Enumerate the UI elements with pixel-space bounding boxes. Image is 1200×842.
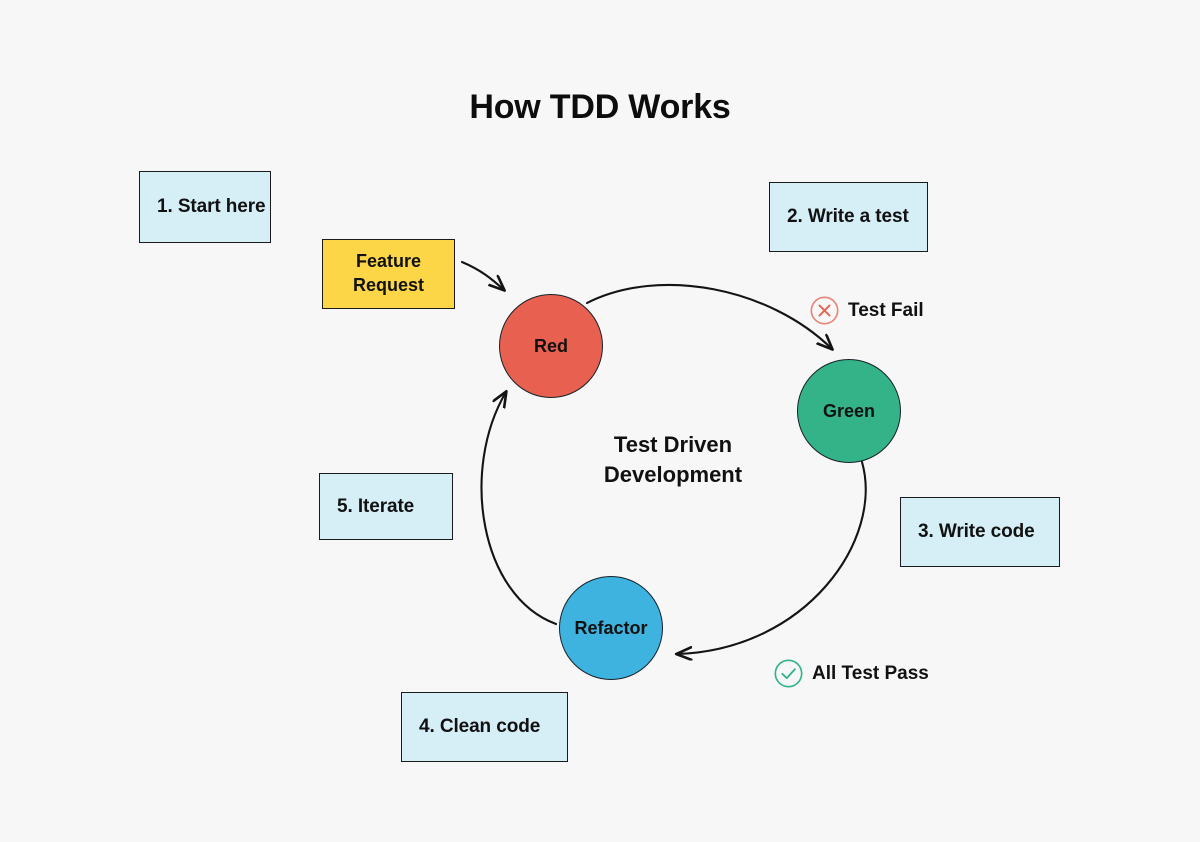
- circle-x-icon: [810, 296, 839, 325]
- feature-request-node[interactable]: Feature Request: [322, 239, 455, 309]
- feature-request-line2: Request: [352, 275, 424, 295]
- arrow-feature-to-red: [460, 260, 504, 290]
- node-green-label: Green: [822, 400, 876, 421]
- step-box-label: 1. Start here: [157, 196, 266, 217]
- arrow-refactor-to-red: [480, 392, 558, 626]
- circle-check-icon: [774, 659, 803, 688]
- step-box-start-here[interactable]: 1. Start here: [139, 171, 271, 243]
- center-caption-line1: Test Driven: [613, 432, 733, 457]
- step-box-iterate[interactable]: 5. Iterate: [319, 473, 453, 540]
- node-red[interactable]: Red: [499, 294, 603, 398]
- arrow-green-to-refactor: [677, 460, 867, 654]
- step-box-label: 3. Write code: [918, 521, 1035, 542]
- feature-request-line1: Feature: [355, 251, 422, 272]
- node-green[interactable]: Green: [797, 359, 901, 463]
- center-caption-line2: Development: [603, 462, 743, 488]
- status-test-fail-label: Test Fail: [848, 299, 924, 321]
- step-box-write-code[interactable]: 3. Write code: [900, 497, 1060, 567]
- node-refactor[interactable]: Refactor: [559, 576, 663, 680]
- step-box-clean-code[interactable]: 4. Clean code: [401, 692, 568, 762]
- center-caption: Test Driven Development: [553, 430, 793, 490]
- status-test-fail: Test Fail: [809, 295, 924, 326]
- step-box-label: 2. Write a test: [787, 206, 909, 227]
- arrow-red-to-green: [585, 283, 832, 349]
- page-title: How TDD Works: [469, 88, 731, 126]
- node-refactor-label: Refactor: [574, 617, 648, 638]
- step-box-write-a-test[interactable]: 2. Write a test: [769, 182, 928, 252]
- status-all-test-pass: All Test Pass: [773, 658, 929, 689]
- status-all-test-pass-label: All Test Pass: [812, 662, 929, 684]
- step-box-label: 5. Iterate: [337, 495, 415, 517]
- step-box-label: 4. Clean code: [419, 716, 541, 737]
- node-red-label: Red: [533, 335, 568, 356]
